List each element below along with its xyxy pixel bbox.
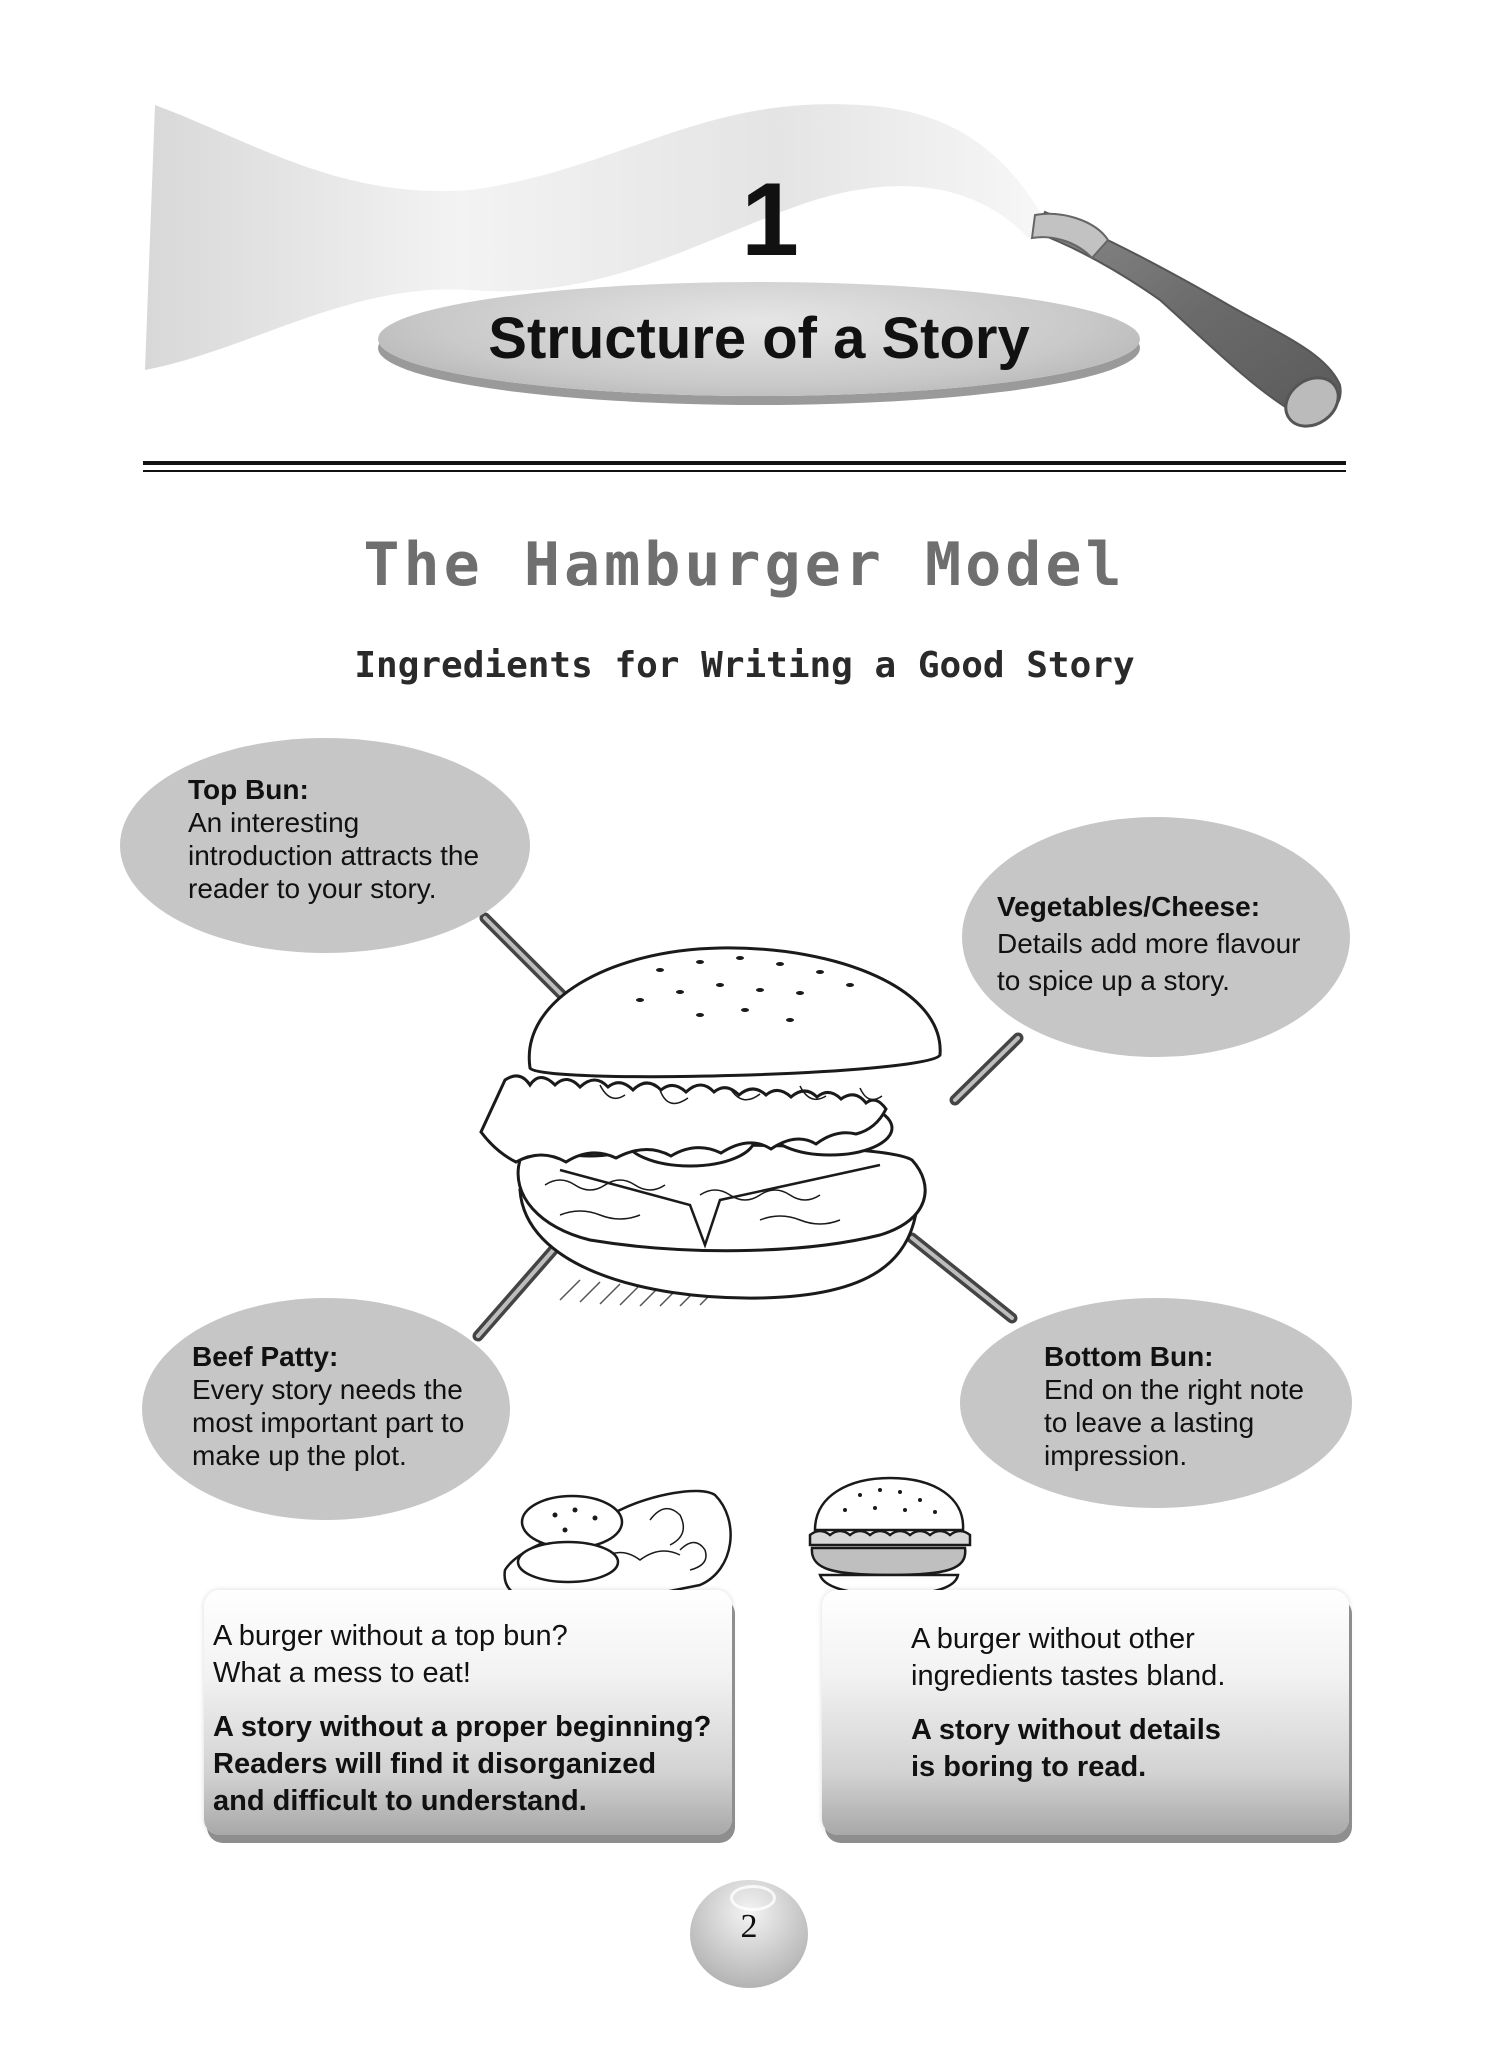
pointer-sticks [472, 912, 1024, 1342]
callout-bottom-bun [960, 1298, 1352, 1508]
callout-vegetables-cheese-label: Vegetables/Cheese: [997, 891, 1261, 922]
page-number: 2 [740, 1908, 758, 1945]
info-box-left-plain: A burger without a top bun? What a mess … [213, 1620, 568, 1689]
info-box-right-plain: A burger without other ingredients taste… [911, 1623, 1226, 1692]
callout-bottom-bun-desc: End on the right note to leave a lasting… [1044, 1374, 1304, 1471]
callout-beef-patty-desc: Every story needs the most important par… [192, 1374, 465, 1471]
brush-icon [1030, 210, 1342, 428]
ribbon-banner [145, 104, 1045, 370]
info-box-right [822, 1590, 1349, 1835]
page-ball-highlight [730, 1885, 776, 1911]
chapter-banner [145, 104, 1342, 428]
open-burger-icon [503, 1489, 732, 1608]
hamburger-illustration [479, 946, 942, 1307]
callout-top-bun-text: Top Bun: An interesting introduction att… [188, 773, 518, 905]
callout-top-bun-desc: An interesting introduction attracts the… [188, 807, 480, 904]
callout-top-bun [120, 738, 530, 953]
info-box-left [204, 1590, 732, 1835]
model-title: The Hamburger Model [363, 530, 1126, 600]
small-burger-icon [808, 1476, 972, 1597]
callout-vegetables-cheese-desc: Details add more flavour to spice up a s… [997, 928, 1301, 996]
header-divider-thin [143, 470, 1346, 472]
info-box-right-bold: A story without details is boring to rea… [911, 1714, 1221, 1783]
chapter-number: 1 [741, 162, 799, 278]
callout-beef-patty-text: Beef Patty: Every story needs the most i… [192, 1340, 502, 1472]
callout-bottom-bun-text: Bottom Bun: End on the right note to lea… [1044, 1340, 1344, 1472]
callout-vegetables-cheese [962, 817, 1350, 1057]
info-box-right-text: A burger without other ingredients taste… [911, 1621, 1341, 1786]
chapter-title-oval [378, 282, 1140, 396]
callout-beef-patty-label: Beef Patty: [192, 1341, 339, 1372]
callout-top-bun-label: Top Bun: [188, 774, 309, 805]
callout-beef-patty [142, 1298, 510, 1520]
callout-vegetables-cheese-text: Vegetables/Cheese: Details add more flav… [997, 888, 1342, 999]
info-box-left-bold: A story without a proper beginning? Read… [213, 1711, 712, 1817]
callout-bottom-bun-label: Bottom Bun: [1044, 1341, 1214, 1372]
info-box-left-text: A burger without a top bun? What a mess … [213, 1618, 728, 1820]
chapter-title: Structure of a Story [488, 306, 1030, 371]
header-divider [143, 461, 1346, 465]
model-subtitle: Ingredients for Writing a Good Story [354, 645, 1135, 686]
